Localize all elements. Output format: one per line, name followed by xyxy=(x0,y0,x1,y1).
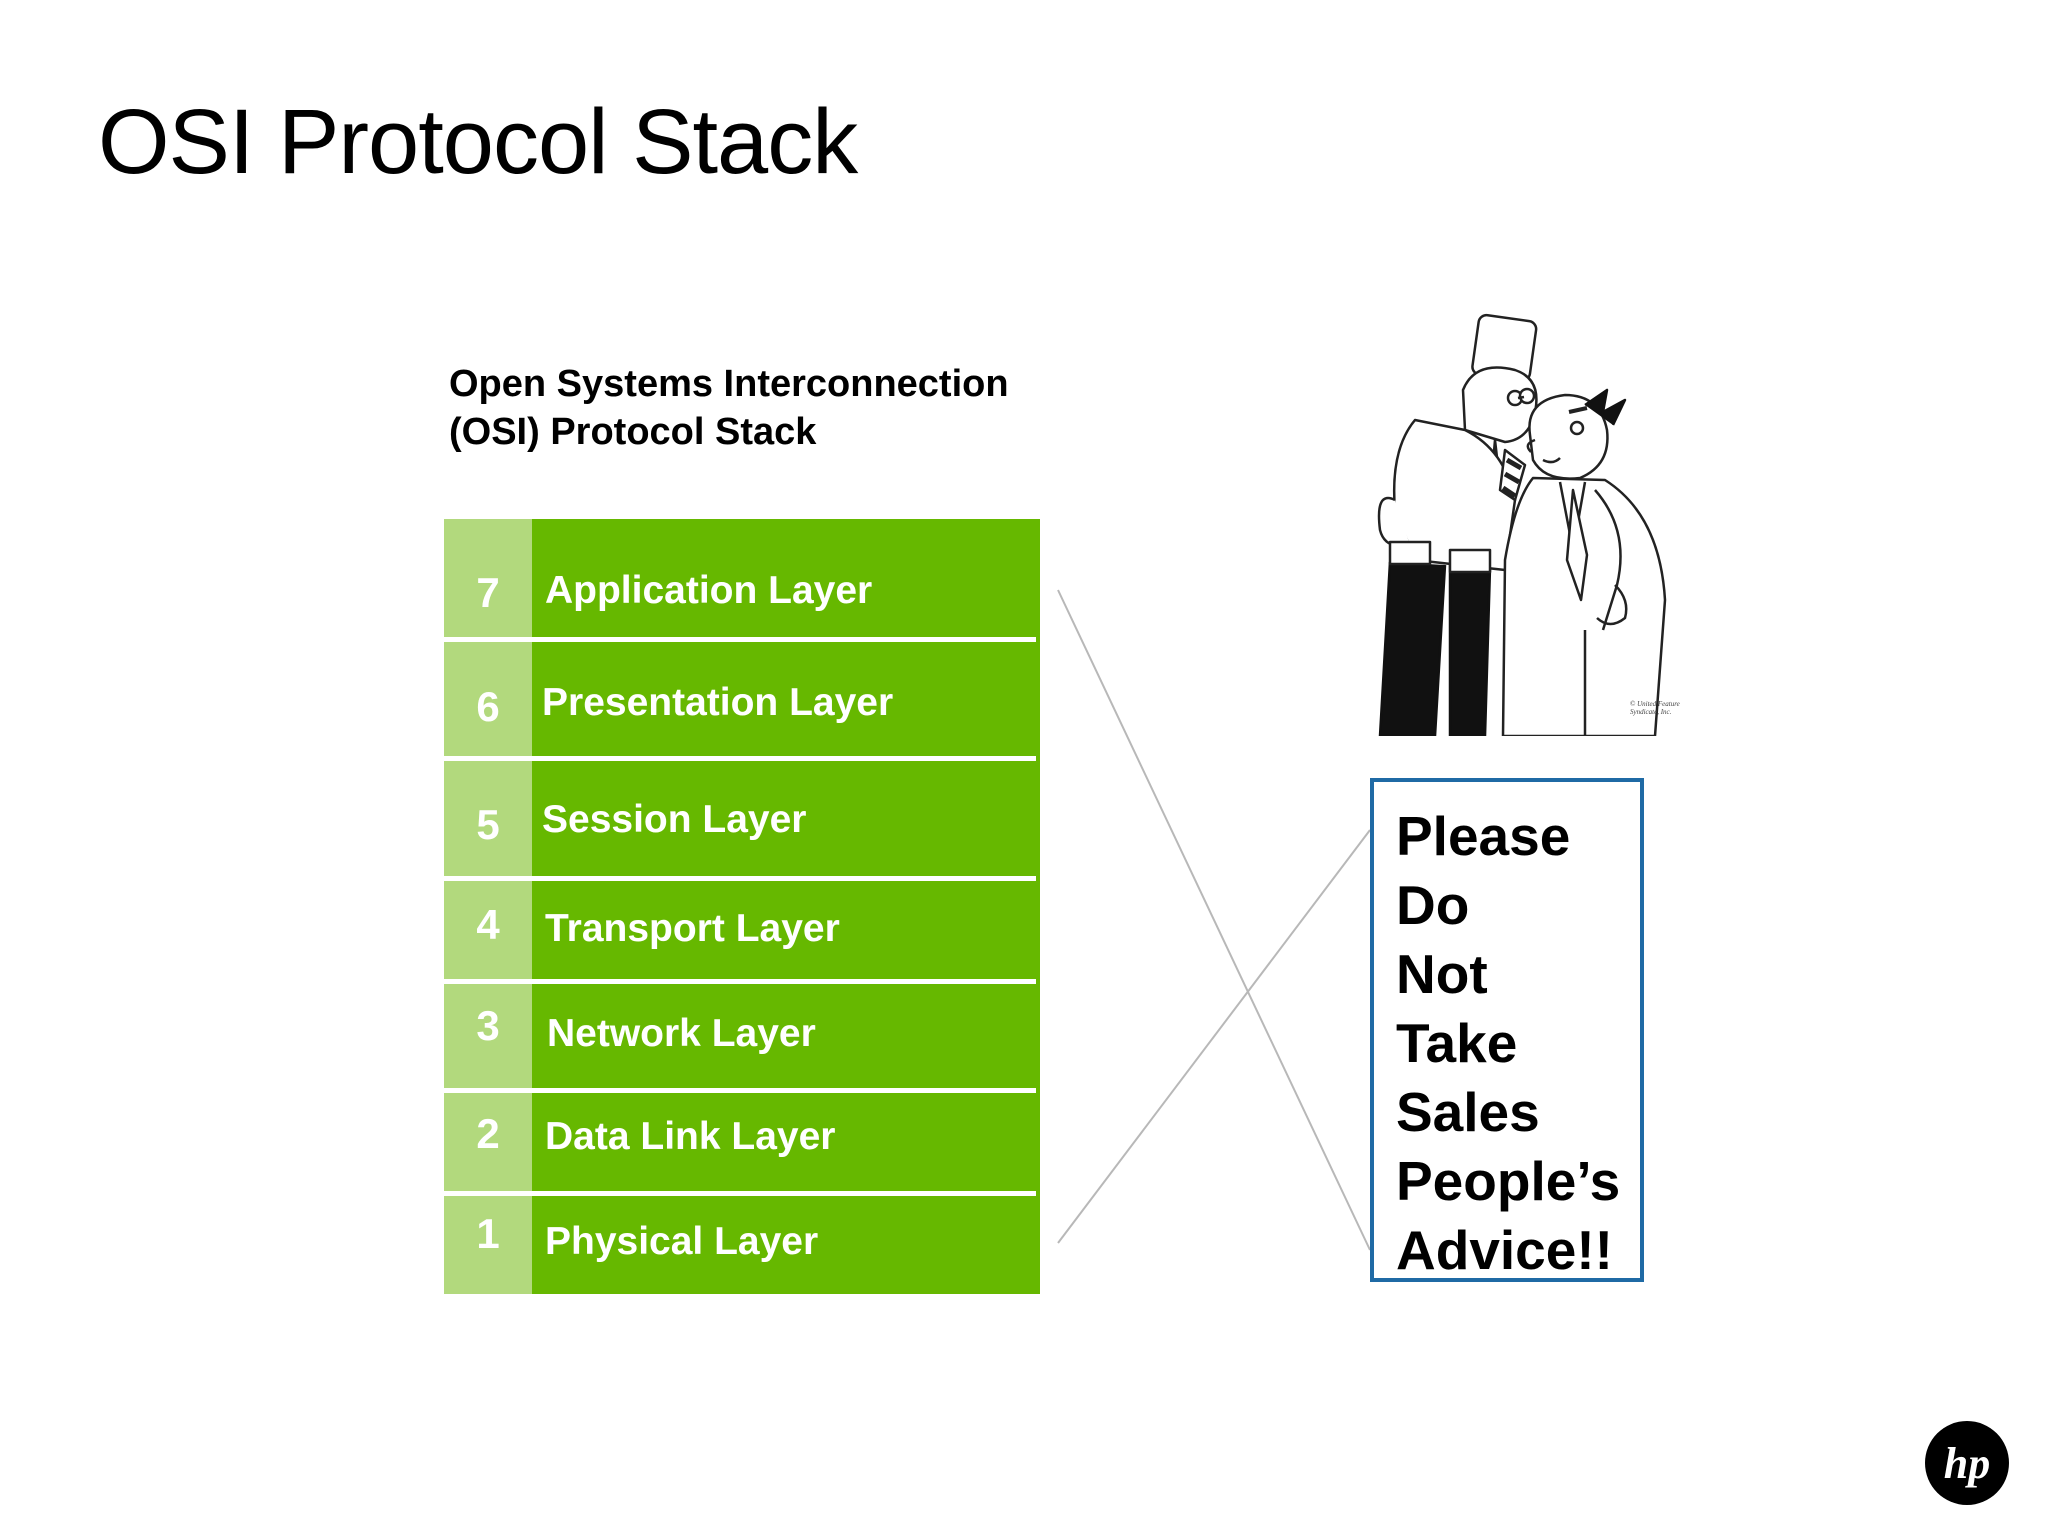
advice-line: Advice!! xyxy=(1396,1219,1613,1281)
hp-logo-icon: hp xyxy=(1925,1421,2009,1505)
layer-number: 2 xyxy=(476,1110,500,1157)
layer-number-cell xyxy=(444,1093,532,1196)
layer-number-cell xyxy=(444,519,532,643)
layer-name: Application Layer xyxy=(545,569,873,612)
advice-line: Not xyxy=(1396,943,1488,1005)
layer-number: 1 xyxy=(476,1210,500,1257)
advice-line: Do xyxy=(1396,874,1470,936)
layer-number-cell xyxy=(444,761,532,881)
stack-caption-line-2: (OSI) Protocol Stack xyxy=(449,411,817,453)
layer-name: Data Link Layer xyxy=(545,1115,836,1158)
layer-number-cell xyxy=(444,984,532,1093)
cartoon-copyright-credit: © United Feature Syndicate, Inc. xyxy=(1630,700,1680,716)
advice-line: People’s xyxy=(1396,1150,1621,1212)
layer-number: 5 xyxy=(476,801,500,848)
layer-number: 4 xyxy=(476,901,500,948)
connector-physical-to-callout xyxy=(1057,829,1371,1244)
layer-6-row: 6 Presentation Layer xyxy=(444,643,1040,761)
layer-name-cell xyxy=(532,881,1040,984)
connector-application-to-callout xyxy=(1057,589,1371,1251)
advice-line: Sales xyxy=(1396,1081,1540,1143)
layer-2-row: 2 Data Link Layer xyxy=(444,1093,1040,1196)
layer-name-cell xyxy=(532,1196,1040,1294)
layer-name-cell xyxy=(532,761,1040,881)
layer-1-row: 1 Physical Layer xyxy=(444,1196,1040,1294)
layer-number: 7 xyxy=(476,569,500,616)
layer-name: Transport Layer xyxy=(545,907,840,950)
advice-line: Take xyxy=(1396,1012,1518,1074)
layer-divider xyxy=(444,876,1036,881)
layer-name: Network Layer xyxy=(547,1012,816,1055)
cartoon-character-dilbert xyxy=(1377,313,1538,736)
layer-name: Physical Layer xyxy=(545,1220,819,1263)
layer-7-row: 7 Application Layer xyxy=(444,519,1040,643)
slide-title: OSI Protocol Stack xyxy=(98,91,858,193)
layer-divider xyxy=(444,637,1036,642)
layer-number-cell xyxy=(444,881,532,984)
layer-number: 6 xyxy=(476,683,500,730)
stack-caption-line-1: Open Systems Interconnection xyxy=(449,363,1009,405)
stack-caption: Open Systems Interconnection (OSI) Proto… xyxy=(449,360,1009,456)
dilbert-cartoon-image xyxy=(1377,313,1667,736)
layer-3-row: 3 Network Layer xyxy=(444,984,1040,1093)
layer-name-cell xyxy=(532,984,1040,1093)
layer-divider xyxy=(444,1088,1036,1093)
layer-name-cell xyxy=(532,643,1040,761)
layer-divider xyxy=(444,756,1036,761)
layer-number-cell xyxy=(444,643,532,761)
advice-line: Please xyxy=(1396,805,1571,867)
layer-divider xyxy=(444,1191,1036,1196)
layer-name-cell xyxy=(532,1093,1040,1196)
advice-callout-box: Please Do Not Take Sales People’s Advice… xyxy=(1370,778,1644,1282)
layer-4-row: 4 Transport Layer xyxy=(444,881,1040,984)
layer-name: Presentation Layer xyxy=(542,681,894,724)
cartoon-credit-line-1: © United Feature xyxy=(1630,700,1680,708)
layer-number-cell xyxy=(444,1196,532,1294)
layer-name-cell xyxy=(532,519,1040,643)
osi-layer-stack: 7 Application Layer 6 Presentation Layer… xyxy=(444,519,1040,1294)
cartoon-credit-line-2: Syndicate, Inc. xyxy=(1630,708,1672,716)
layer-divider xyxy=(444,979,1036,984)
layer-name: Session Layer xyxy=(542,798,807,841)
hp-logo-text: hp xyxy=(1944,1439,1990,1488)
layer-number: 3 xyxy=(476,1002,500,1049)
layer-5-row: 5 Session Layer xyxy=(444,761,1040,881)
cartoon-character-boss xyxy=(1501,388,1667,736)
